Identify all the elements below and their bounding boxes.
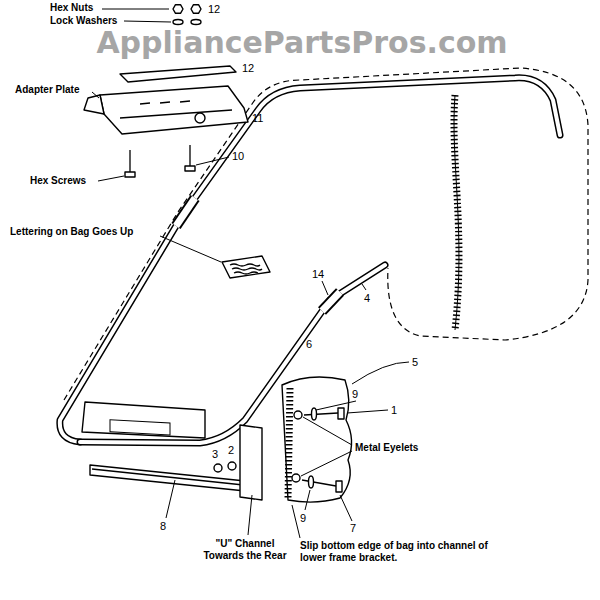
part-label: Metal Eyelets	[355, 442, 418, 454]
callout-number: 2	[228, 444, 234, 457]
coupler	[176, 198, 195, 226]
part-label: Hex Nuts	[50, 2, 93, 14]
callout-number: 6	[306, 338, 312, 351]
callout-number: 3	[212, 448, 218, 461]
note: Slip bottom edge of bag into channel of …	[300, 540, 495, 563]
note: "U" Channel Towards the Rear	[197, 538, 293, 561]
callout-number: 9	[300, 512, 306, 525]
watermark: AppliancePartsPros.com	[2, 26, 600, 61]
bolt-head	[338, 408, 344, 419]
callout-number: 12	[242, 62, 254, 75]
callout-number: 11	[252, 112, 263, 125]
bag-outline	[64, 68, 588, 400]
screw	[129, 150, 130, 172]
adapter-tab	[84, 95, 104, 114]
leader-lines	[92, 9, 409, 538]
washer	[309, 476, 314, 488]
part-label: Lock Washers	[50, 15, 117, 27]
coupler	[322, 292, 340, 311]
lock-washer	[173, 20, 183, 25]
hex-nut	[173, 5, 183, 14]
bag-rear-piece	[282, 377, 352, 502]
callout-number: 10	[232, 150, 244, 163]
callout-number: 5	[412, 356, 418, 369]
frame-panel	[82, 402, 205, 438]
callout-number: 1	[391, 404, 397, 417]
nut	[214, 464, 222, 472]
frame-rail	[80, 265, 385, 443]
hex-nut	[191, 5, 201, 14]
lettering-patch	[222, 256, 270, 278]
bracket	[240, 425, 262, 500]
washer	[312, 408, 317, 420]
lock-washer	[191, 20, 201, 25]
eyelet	[292, 474, 300, 482]
adapter-plate	[100, 86, 248, 134]
note: Lettering on Bag Goes Up	[10, 226, 133, 238]
panel-slot	[110, 420, 170, 435]
zipper-line	[454, 95, 459, 330]
part-label: Adapter Plate	[15, 84, 79, 96]
callout-number: 4	[364, 292, 370, 305]
callout-number: 12	[208, 3, 220, 16]
callout-number: 9	[352, 388, 358, 401]
callout-number: 7	[350, 522, 356, 535]
bolt-head	[336, 481, 342, 492]
eyelet	[294, 411, 302, 419]
part-label: Hex Screws	[30, 175, 86, 187]
plate-strip	[120, 66, 236, 82]
screw	[189, 145, 190, 166]
zipper	[454, 95, 459, 330]
callout-number: 14	[312, 268, 324, 281]
nut	[228, 462, 236, 470]
callout-number: 8	[160, 520, 166, 533]
